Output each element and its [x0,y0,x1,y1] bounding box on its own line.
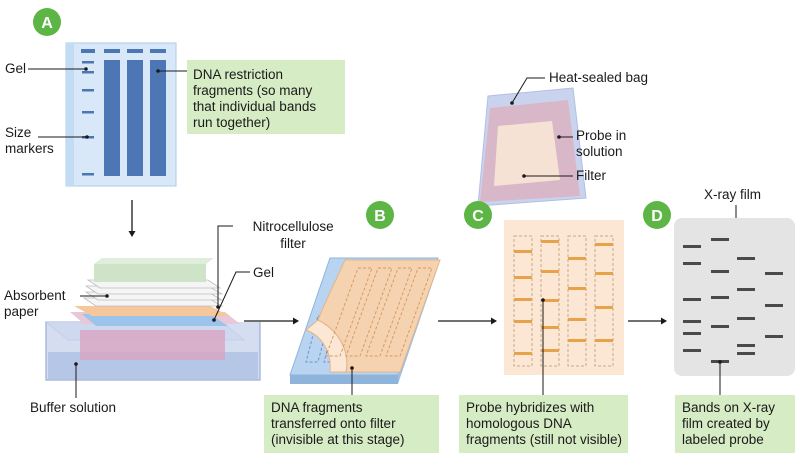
label-box-dna-transferred [264,395,439,453]
badge-d-letter: D [651,208,663,225]
step-d: D X-ray film [643,187,795,376]
label-gel-transfer: Gel [253,265,274,280]
label-probe-in-solution: Probe in solution [576,128,630,159]
agarose-gel [65,42,177,187]
step-c: C [464,201,624,375]
xray-bands [683,238,783,363]
label-dna-restriction: DNA restriction fragments (so many that … [193,67,320,130]
badge-a-letter: A [41,15,53,32]
label-box-dna-restriction [187,60,345,134]
label-buffer-solution: Buffer solution [30,400,116,415]
label-dna-transferred: DNA fragments transferred onto filter (i… [271,400,405,447]
xray-film [674,218,795,376]
label-xray-film: X-ray film [704,187,761,202]
gel-lane [150,60,166,176]
label-box-probe-hybridizes [459,395,628,453]
label-bands-xray: Bands on X-ray film created by labeled p… [682,400,779,447]
badge-c [464,201,492,229]
heat-sealed-bag [477,87,587,207]
badge-d [643,201,671,229]
label-heat-sealed-bag: Heat-sealed bag [549,70,648,85]
badge-a [33,8,61,36]
label-absorbent-paper: Absorbent paper [4,288,69,319]
label-box-bands-xray [675,395,795,453]
step-b: B [289,201,441,384]
badge-c-letter: C [472,208,484,225]
transfer-stack [44,258,261,381]
label-nitrocellulose: Nitrocellulose filter [253,219,338,251]
step-a: A Gel [5,8,345,237]
label-probe-hybridizes: Probe hybridizes with homologous DNA fra… [466,400,622,447]
badge-b [366,201,394,229]
label-filter: Filter [576,168,607,183]
gel-lane [104,60,120,176]
badge-b-letter: B [374,208,386,225]
label-size-markers: Size markers [5,125,54,156]
gel-lane [127,60,143,176]
probe-bands [514,240,613,355]
label-gel: Gel [5,61,26,76]
